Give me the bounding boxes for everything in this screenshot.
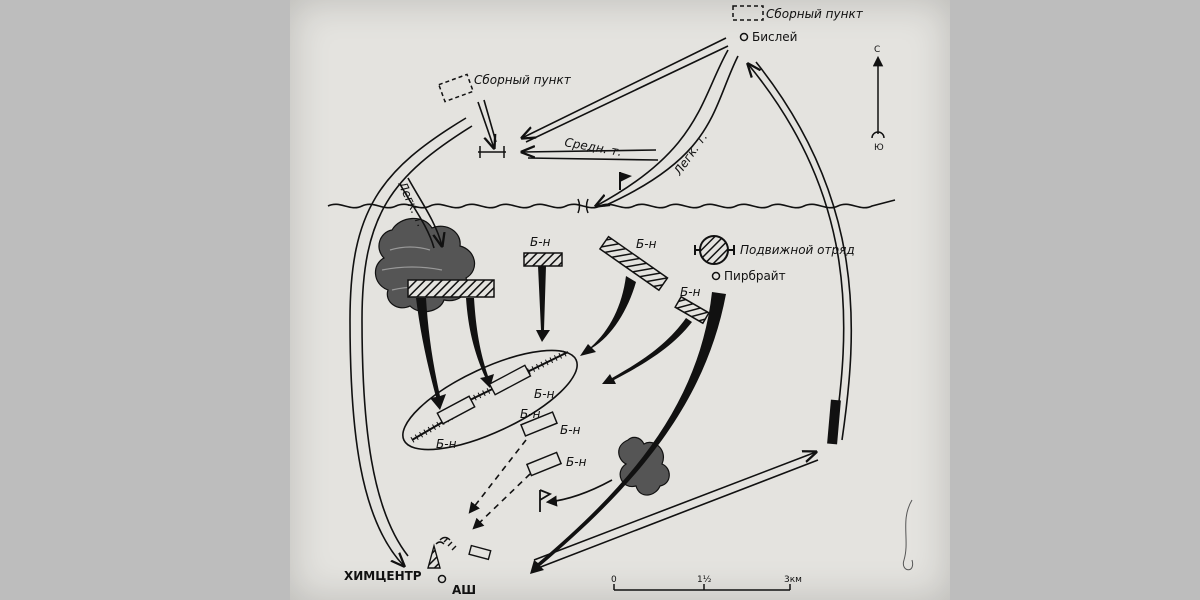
- bridge-icon: [577, 198, 589, 214]
- battalion-label-6: Б-н: [436, 437, 457, 451]
- mobile-detachment-label: Подвижной отряд: [740, 243, 855, 257]
- bottom-diagonal-arrow: [533, 452, 818, 569]
- compass-icon: [871, 55, 885, 139]
- flag-bottom-icon: [539, 489, 553, 512]
- rally-point-top-label: Сборный пункт: [766, 7, 864, 21]
- light-tanks-left-arrow: [399, 177, 442, 248]
- rally-point-left-box: [437, 73, 475, 103]
- medium-tanks-label: Средн. т.: [563, 135, 623, 159]
- arrow-to-flag: [545, 479, 613, 507]
- bisley-label: Бислей: [752, 30, 797, 44]
- battalion-rect-1: [520, 411, 558, 437]
- battalion-label-4: Б-н: [534, 387, 555, 401]
- light-tanks-right-label: Легк. т.: [670, 130, 710, 179]
- hq-label: АШ: [452, 583, 476, 597]
- chem-center-route-arrow: [349, 117, 473, 566]
- medium-tanks-arrow: [522, 37, 729, 161]
- bisley-point: [739, 32, 749, 42]
- battalion-label-5: Б-н: [520, 407, 541, 421]
- pirbright-point: [711, 271, 721, 281]
- scale-start: 0: [611, 575, 617, 585]
- battalion-block-left: [407, 279, 495, 298]
- scale-bar: [613, 584, 791, 591]
- mobile-detachment-icon: [694, 235, 735, 265]
- battalion-label-3: Б-н: [680, 285, 701, 299]
- hq-point: [437, 574, 447, 584]
- compass-south: Ю: [874, 143, 884, 153]
- flag-icon: [619, 172, 632, 190]
- rally-to-centre-arrow: [477, 101, 494, 148]
- battalion-block-small: [674, 295, 710, 325]
- rally-point-left-label: Сборный пункт: [474, 73, 572, 87]
- compass-north: С: [874, 45, 880, 55]
- battalion-label-2: Б-н: [636, 237, 657, 251]
- scale-end: 3км: [784, 575, 802, 585]
- right-loop-base: [827, 399, 841, 445]
- dashed-arrows: [468, 439, 531, 530]
- battalion-label-1: Б-н: [530, 235, 551, 249]
- enemy-position-oval: [402, 349, 578, 451]
- rally-point-top-box: [732, 5, 764, 21]
- battalion-block-diag: [598, 235, 669, 292]
- battalion-label-8: Б-н: [566, 455, 587, 469]
- light-tanks-right-arrow: [596, 49, 739, 206]
- forest-right-icon: [618, 436, 670, 496]
- radio-mast-icon: [427, 536, 457, 569]
- battalion-label-7: Б-н: [560, 423, 581, 437]
- battalion-rect-2: [525, 451, 563, 477]
- gun-position-icon: [478, 146, 506, 158]
- scribble-mark: [902, 499, 914, 571]
- battalion-rect-3: [468, 544, 492, 561]
- attack-arrows: [416, 266, 726, 574]
- chem-center-label: ХИМЦЕНТР: [344, 569, 422, 583]
- battalion-block-centre: [523, 252, 563, 267]
- right-loop-arrow: [748, 62, 853, 441]
- scale-mid: 1½: [697, 575, 712, 585]
- pirbright-label: Пирбрайт: [724, 269, 786, 283]
